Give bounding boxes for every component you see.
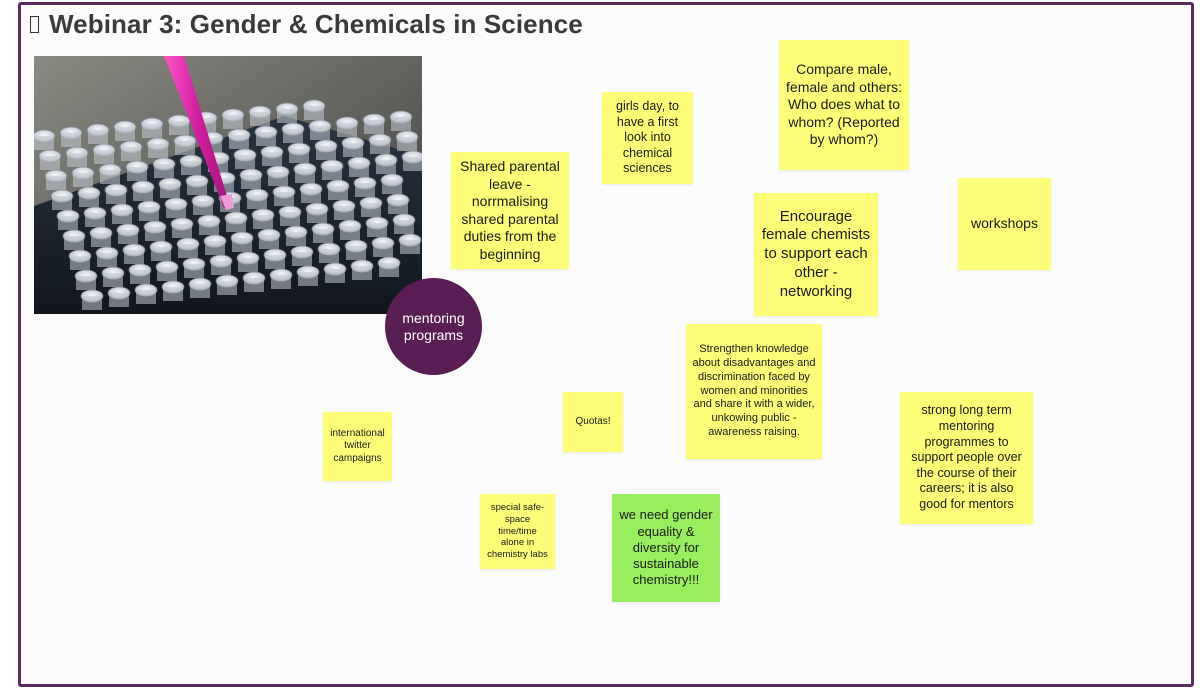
document-icon [30,15,39,33]
lab-test-tubes-image[interactable] [34,56,422,314]
sticky-note-awareness-raising[interactable]: Strengthen knowledge about disadvantages… [686,324,822,459]
sticky-note-compare[interactable]: Compare male, female and others: Who doe… [779,40,909,170]
sticky-note-workshops[interactable]: workshops [958,178,1051,270]
mentoring-programs-circle[interactable]: mentoring programs [385,278,482,375]
test-tubes-illustration [34,56,422,314]
sticky-note-long-term-mentoring[interactable]: strong long term mentoring programmes to… [900,392,1033,524]
sticky-note-encourage-networking[interactable]: Encourage female chemists to support eac… [754,193,878,316]
board-header: Webinar 3: Gender & Chemicals in Science [30,6,583,42]
sticky-note-girls-day[interactable]: girls day, to have a first look into che… [602,92,693,184]
sticky-note-gender-equality[interactable]: we need gender equality & diversity for … [612,494,720,602]
sticky-note-twitter-campaigns[interactable]: international twitter campaigns [323,412,392,481]
sticky-note-parental-leave[interactable]: Shared parental leave - norrmalising sha… [451,152,569,269]
board-title: Webinar 3: Gender & Chemicals in Science [49,8,583,39]
sticky-note-quotas[interactable]: Quotas! [563,392,623,452]
sticky-note-safe-space[interactable]: special safe-space time/time alone in ch… [480,494,555,569]
